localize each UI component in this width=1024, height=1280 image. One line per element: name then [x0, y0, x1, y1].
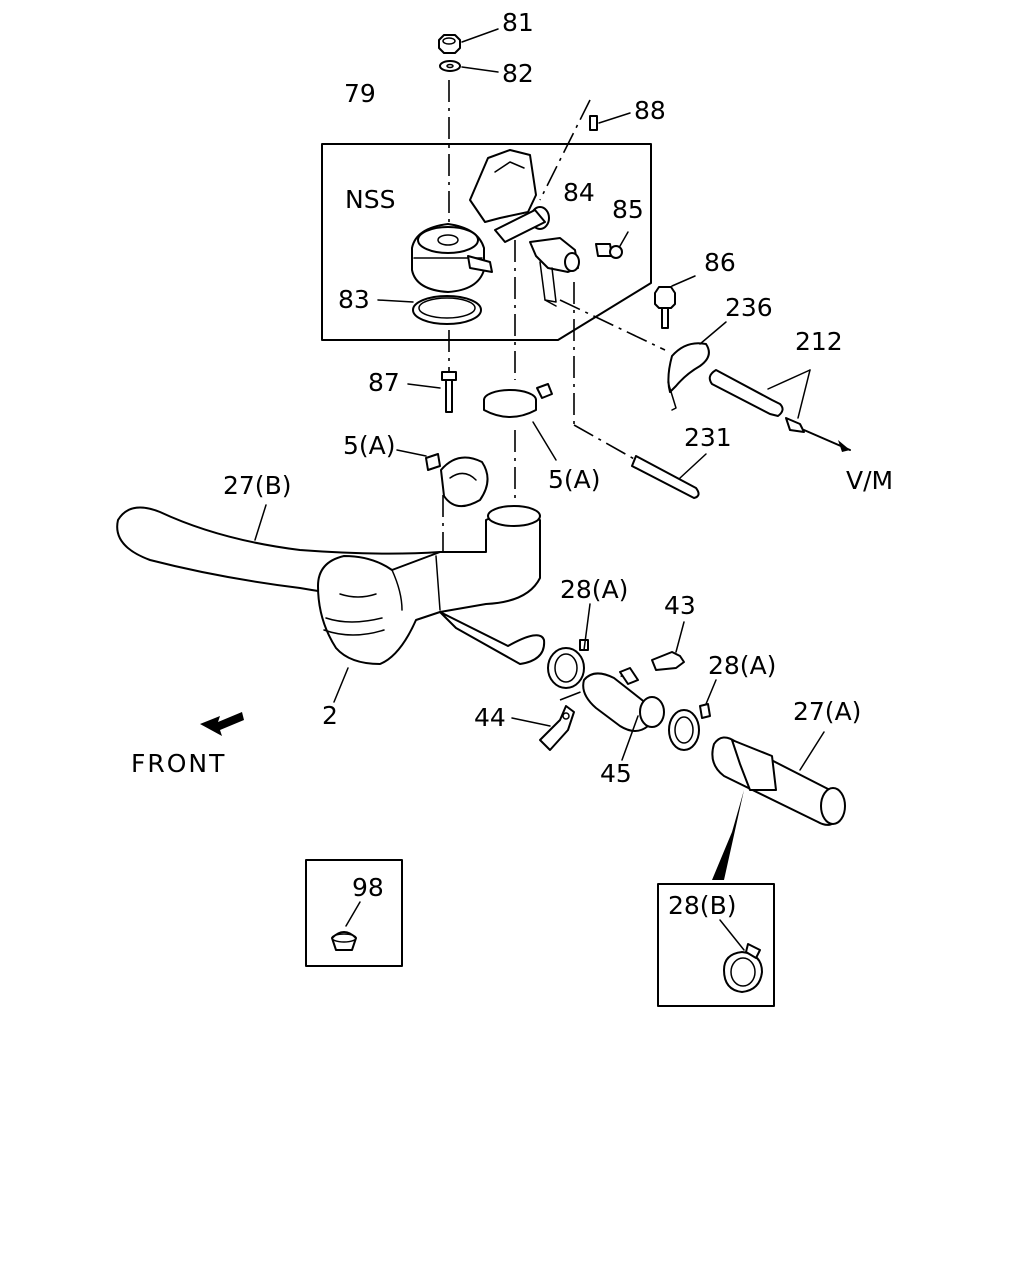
label-43: 43	[664, 591, 696, 620]
part-2-hose-junction	[317, 505, 546, 703]
label-81: 81	[502, 8, 534, 37]
label-28b: 28(B)	[668, 891, 736, 920]
label-82: 82	[502, 59, 534, 88]
label-44: 44	[474, 703, 506, 732]
label-231: 231	[684, 423, 732, 452]
label-83: 83	[338, 285, 370, 314]
label-84: 84	[563, 178, 595, 207]
label-88: 88	[634, 96, 666, 125]
label-45: 45	[600, 759, 632, 788]
label-27b: 27(B)	[223, 471, 291, 500]
part-82-washer	[439, 60, 499, 73]
part-27a-heater-hose	[711, 731, 846, 826]
label-front: FRONT	[131, 749, 226, 778]
front-arrow-icon	[200, 712, 244, 736]
part-5a-right-clamp	[483, 383, 557, 461]
part-87-stud	[407, 371, 457, 413]
assembly-center-lines	[442, 80, 666, 701]
part-85-screw	[595, 231, 629, 259]
part-28b-box	[657, 883, 775, 1007]
label-236: 236	[725, 293, 773, 322]
label-85: 85	[612, 195, 644, 224]
label-86: 86	[704, 248, 736, 277]
label-2: 2	[322, 701, 338, 730]
water-valve-assembly	[411, 149, 580, 307]
label-28a-left: 28(A)	[560, 575, 628, 604]
part-43-bolt	[651, 621, 685, 671]
label-5a-left: 5(A)	[343, 431, 396, 460]
part-44-bracket	[511, 705, 575, 751]
part-88-pin	[589, 112, 631, 131]
part-86-bolt	[654, 275, 696, 329]
part-231-rod	[631, 453, 707, 499]
label-28a-right: 28(A)	[708, 651, 776, 680]
assembly-box-79	[321, 143, 652, 341]
label-27a: 27(A)	[793, 697, 861, 726]
label-5a-right: 5(A)	[548, 465, 601, 494]
part-5a-left-clamp	[396, 449, 489, 507]
part-28a-left-clamp	[547, 603, 591, 689]
part-212-vacuum-hose	[708, 369, 851, 452]
part-81-nut	[438, 28, 499, 54]
leader-arrow-28b	[712, 790, 744, 880]
label-vm: V/M	[846, 466, 893, 495]
part-98-box	[305, 859, 403, 967]
part-45-pipe-joint	[582, 667, 665, 761]
label-nss: NSS	[345, 185, 395, 214]
part-83-gasket	[377, 295, 482, 325]
label-79: 79	[344, 79, 376, 108]
label-98: 98	[352, 873, 384, 902]
label-87: 87	[368, 368, 400, 397]
part-236-band-clamp	[667, 321, 727, 411]
part-28a-right-clamp	[668, 679, 717, 751]
part-labels: 81 82 79 88 NSS 84 85 86 83 236 212 87 5…	[131, 8, 893, 920]
label-212: 212	[795, 327, 843, 356]
